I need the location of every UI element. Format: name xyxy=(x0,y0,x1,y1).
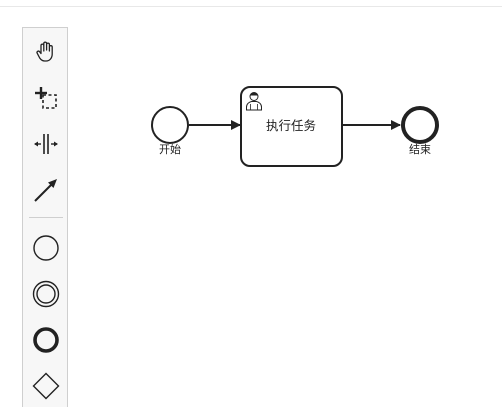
hand-icon xyxy=(36,41,53,62)
start-event-label: 开始 xyxy=(159,142,181,156)
lasso-tool-button[interactable] xyxy=(28,80,64,116)
create-end-event-button[interactable] xyxy=(28,322,64,358)
space-tool-icon xyxy=(34,134,58,154)
end-event[interactable]: 结束 xyxy=(401,106,439,156)
create-intermediate-event-button[interactable] xyxy=(28,276,64,312)
user-task-label: 执行任务 xyxy=(266,118,316,133)
top-divider xyxy=(0,6,502,7)
intermediate-event-icon xyxy=(32,280,60,308)
create-start-event-button[interactable] xyxy=(28,230,64,266)
connect-arrow-icon xyxy=(34,179,57,202)
user-task[interactable]: 执行任务 xyxy=(240,86,343,167)
gateway-icon xyxy=(32,372,60,400)
end-event-label: 结束 xyxy=(409,143,431,156)
hand-tool-button[interactable] xyxy=(28,34,64,70)
user-icon xyxy=(246,92,262,111)
tool-palette xyxy=(22,27,68,407)
start-event-icon xyxy=(33,235,59,261)
lasso-icon xyxy=(35,87,57,109)
space-tool-button[interactable] xyxy=(28,126,64,162)
start-event[interactable]: 开始 xyxy=(151,106,189,156)
create-gateway-button[interactable] xyxy=(28,368,64,404)
global-connect-tool-button[interactable] xyxy=(28,172,64,208)
palette-separator xyxy=(29,217,63,218)
end-event-icon xyxy=(33,327,59,353)
